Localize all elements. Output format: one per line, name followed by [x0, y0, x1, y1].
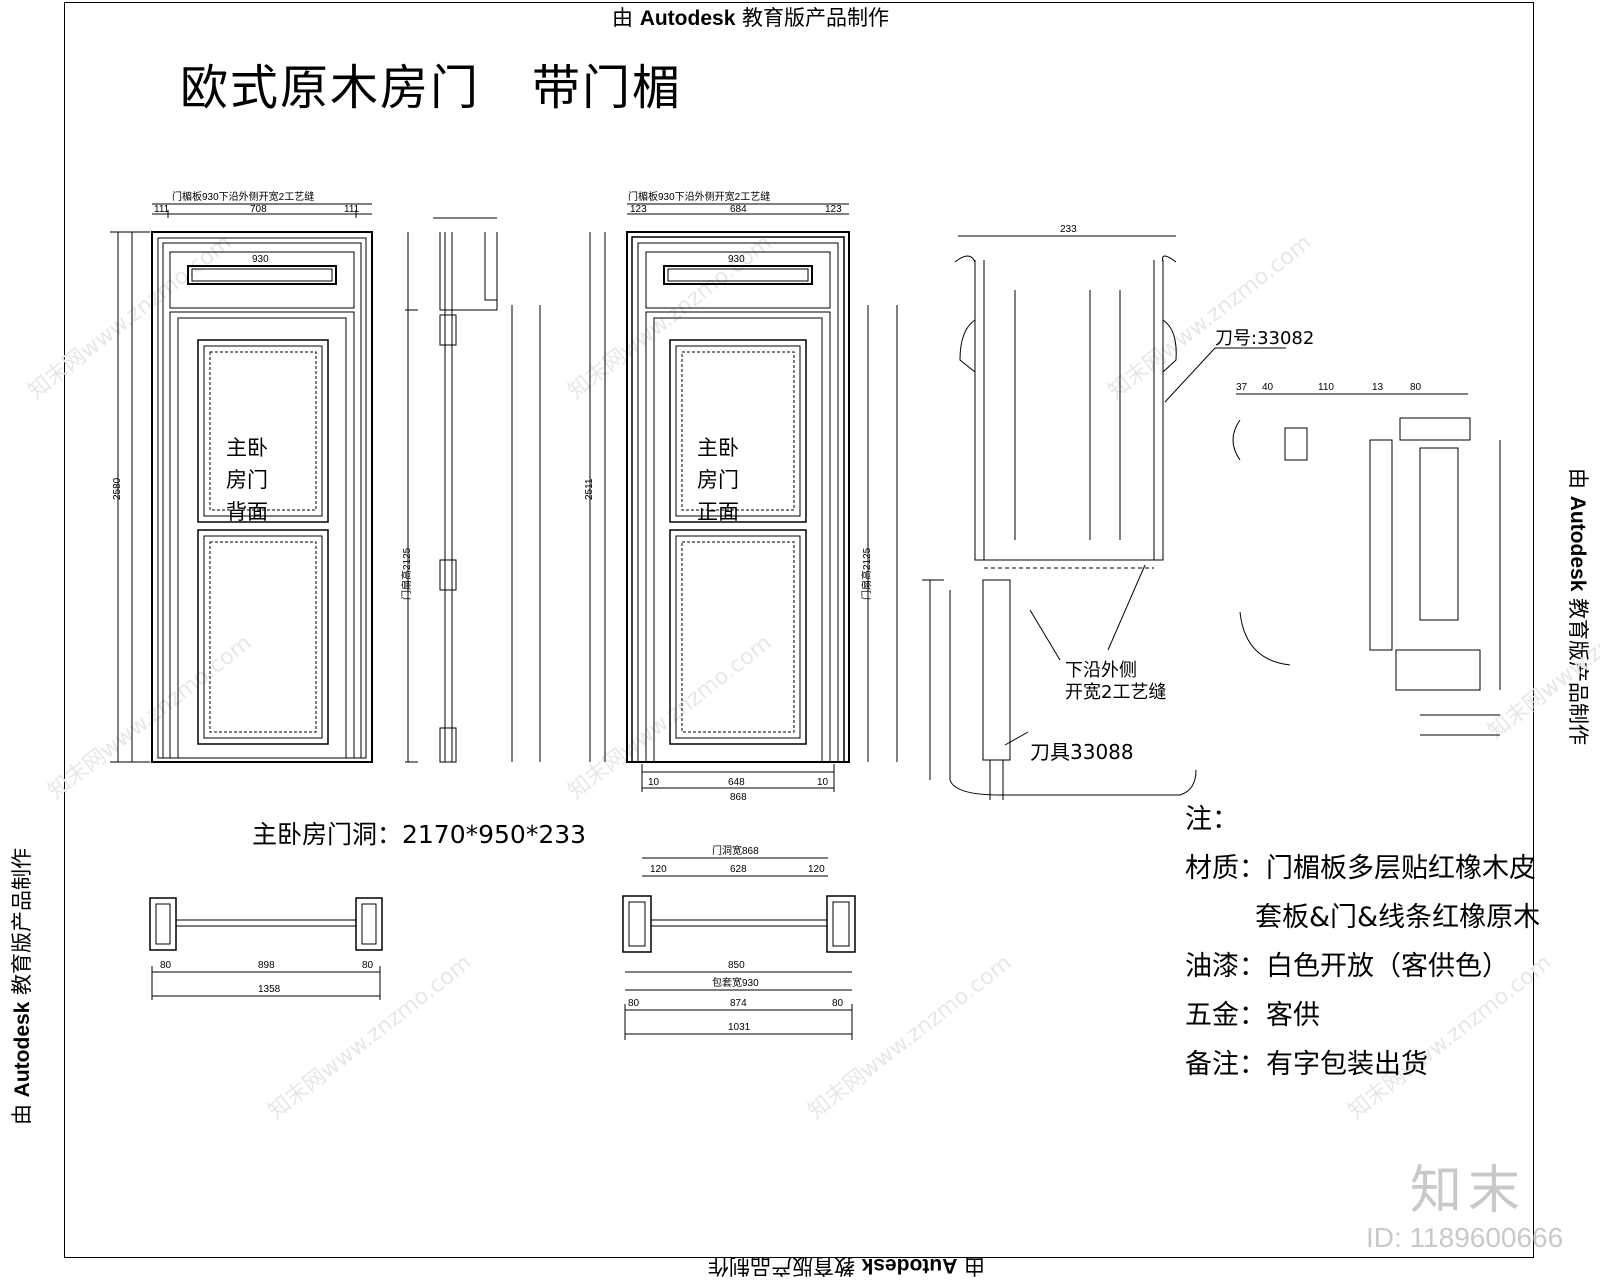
dim-label: 930: [728, 254, 745, 265]
section-side-back: [405, 217, 541, 763]
dim-label: 40: [1262, 382, 1274, 393]
dim-label: 233: [1060, 224, 1077, 235]
door-opening-size: 主卧房门洞：2170*950*233: [252, 820, 587, 849]
drawing-frame: [64, 2, 1534, 1258]
elevation-back: [110, 203, 373, 763]
section-detail: [922, 235, 1286, 800]
dim-label: 874: [730, 998, 747, 1009]
dim-label: 10: [648, 777, 660, 788]
dim-label: 1358: [258, 984, 281, 995]
dim-label: 80: [832, 998, 844, 1009]
dim-label: 80: [160, 960, 172, 971]
dim-label: 110: [1318, 382, 1334, 393]
bottom-edge-callout: 下沿外侧 开宽2工艺缝: [1065, 660, 1167, 703]
knife-number-callout: 刀号:33082: [1215, 328, 1315, 349]
dim-label: 120: [650, 864, 667, 875]
dim-label: 930: [252, 254, 269, 265]
site-logo: 知末: [1410, 1161, 1527, 1221]
dim-label: 123: [825, 204, 842, 215]
panel-label-back: 主卧 房门 背面: [226, 436, 268, 524]
dim-label: 2511: [584, 478, 595, 500]
dim-label: 1031: [728, 1022, 751, 1033]
dim-label: 包套宽930: [712, 976, 759, 989]
dim-label: 13: [1372, 382, 1384, 393]
dim-label: 2580: [112, 477, 123, 500]
notes-material: 材质：门楣板多层贴红橡木皮: [1185, 853, 1536, 884]
plan-front: [622, 857, 856, 1040]
jamb-detail: [1232, 393, 1501, 736]
drawing-title: 欧式原木房门带门楣: [180, 60, 683, 116]
dim-label: 708: [250, 204, 267, 215]
image-id: ID: 1189600666: [1366, 1222, 1564, 1253]
dim-label: 门楣板930下沿外侧开宽2工艺缝: [172, 190, 314, 203]
dim-label: 648: [728, 777, 745, 788]
edu-watermark-top: 由 Autodesk 教育版产品制作: [612, 6, 890, 30]
notes-hardware: 五金：客供: [1185, 1000, 1320, 1031]
notes-material-2: 套板&门&线条红橡原木: [1255, 902, 1541, 933]
dim-label: 628: [730, 864, 747, 875]
notes-block: 注： 材质：门楣板多层贴红橡木皮 套板&门&线条红橡原木 油漆：白色开放（客供色…: [1185, 795, 1540, 1089]
dim-label: 80: [1410, 382, 1422, 393]
dim-label: 10: [817, 777, 829, 788]
notes-paint: 油漆：白色开放（客供色）: [1185, 951, 1509, 982]
elevation-front: [589, 203, 898, 792]
dim-label: 684: [730, 204, 747, 215]
dim-label: 80: [362, 960, 374, 971]
dim-label: 门楣板930下沿外侧开宽2工艺缝: [628, 190, 770, 203]
dim-label: 111: [154, 204, 170, 215]
dim-label: 111: [344, 204, 360, 215]
dim-label: 120: [808, 864, 825, 875]
notes-heading: 注：: [1185, 804, 1239, 835]
dim-label: 80: [628, 998, 640, 1009]
dim-label: 850: [728, 960, 745, 971]
dim-label: 门扇高2125: [400, 547, 413, 600]
dim-label: 37: [1236, 382, 1248, 393]
dim-label: 123: [630, 204, 647, 215]
dim-label: 898: [258, 960, 275, 971]
plan-back: [149, 897, 383, 1000]
knife-tool-callout: 刀具33088: [1030, 740, 1134, 764]
notes-remark: 备注：有字包装出货: [1185, 1049, 1428, 1080]
dim-label: 门洞宽868: [712, 844, 759, 857]
panel-label-front: 主卧 房门 正面: [697, 436, 739, 524]
dim-label: 868: [730, 792, 747, 803]
dim-label: 门扇高2125: [860, 547, 873, 600]
